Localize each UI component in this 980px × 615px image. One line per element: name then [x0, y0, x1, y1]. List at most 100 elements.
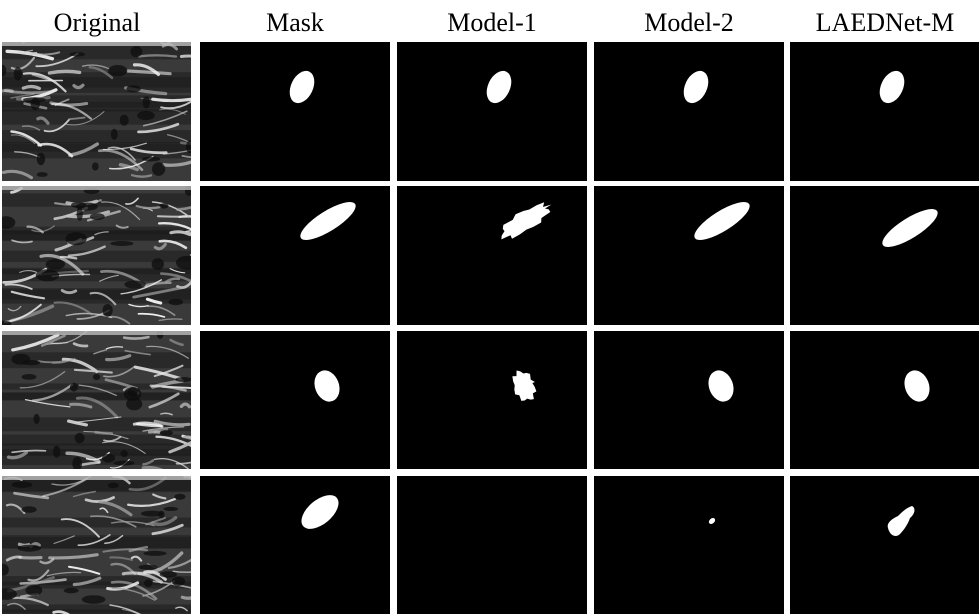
hypoechoic-pocket: [151, 258, 164, 270]
segmentation-blob: [289, 70, 315, 104]
echo-streak: [10, 130, 42, 147]
panel-background: [200, 476, 390, 614]
echo-streak: [159, 108, 186, 115]
tissue-band: [2, 604, 191, 613]
hypoechoic-pocket: [141, 156, 161, 162]
skin-line: [2, 186, 191, 190]
panel-canvas: [2, 476, 191, 614]
echo-streak: [21, 125, 41, 131]
segmentation-blob: [512, 370, 537, 401]
echo-streak: [13, 491, 50, 500]
echo-streak: [121, 608, 140, 614]
echo-streak: [147, 430, 161, 434]
hypoechoic-pocket: [69, 52, 86, 57]
echo-streak: [137, 122, 180, 134]
hypoechoic-pocket: [123, 387, 142, 401]
hypoechoic-pocket: [176, 255, 191, 270]
tissue-band: [2, 230, 191, 241]
hypoechoic-pocket: [108, 65, 128, 77]
echo-streak: [97, 149, 144, 172]
hypoechoic-pocket: [119, 114, 129, 126]
echo-streak: [169, 268, 186, 274]
panel-canvas: [200, 476, 390, 614]
echo-streak: [22, 72, 67, 93]
echo-streak: [78, 384, 117, 396]
model-1-prediction-row-4: [397, 476, 587, 614]
echo-streak: [132, 63, 160, 76]
hypoechoic-pocket: [102, 304, 113, 317]
echo-streak: [11, 333, 60, 352]
echo-streak: [81, 64, 111, 70]
echo-streak: [147, 305, 176, 316]
segmentation-blob: [501, 202, 552, 240]
echo-streak: [109, 604, 142, 614]
echo-streak: [162, 149, 191, 155]
panel-canvas: [397, 186, 587, 325]
echo-streak: [128, 476, 167, 492]
echo-streak: [137, 312, 166, 318]
mask-image-row-2: [200, 186, 390, 325]
echo-streak: [39, 253, 85, 276]
echo-streak: [6, 450, 28, 460]
echo-streak: [130, 174, 153, 178]
hypoechoic-pocket: [92, 373, 101, 381]
model-1-prediction-row-2: [397, 186, 587, 325]
skin-line: [2, 476, 191, 480]
panel-canvas: [200, 42, 390, 181]
hypoechoic-pocket: [159, 203, 169, 209]
column-header-laednet-m: LAEDNet-M: [815, 8, 955, 37]
original-image-row-1: [2, 42, 191, 181]
echo-streak: [42, 477, 88, 498]
echo-streak: [94, 231, 109, 236]
panel-background: [790, 476, 979, 614]
echo-streak: [153, 242, 167, 251]
echo-streak: [105, 346, 124, 350]
tissue-band: [2, 417, 191, 432]
echo-streak: [107, 146, 136, 161]
echo-streak: [111, 587, 156, 601]
echo-streak: [21, 84, 41, 90]
hypoechoic-pocket: [130, 46, 143, 58]
echo-streak: [40, 334, 66, 347]
echo-streak: [137, 54, 178, 58]
echo-streak: [72, 83, 85, 90]
original-image-row-2: [2, 186, 191, 325]
echo-streak: [75, 396, 119, 419]
hypoechoic-pocket: [2, 216, 16, 229]
panel-canvas: [2, 42, 191, 181]
hypoechoic-pocket: [171, 576, 186, 586]
echo-streak: [7, 602, 26, 610]
hypoechoic-pocket: [2, 64, 7, 77]
segmentation-blob: [708, 370, 734, 402]
echo-streak: [73, 368, 113, 374]
echo-streak: [37, 142, 74, 158]
echo-streak: [67, 245, 106, 257]
echo-streak: [133, 365, 182, 381]
echo-streak: [178, 215, 191, 218]
echo-streak: [2, 169, 33, 180]
hypoechoic-pocket: [35, 269, 60, 282]
tissue-band: [2, 143, 191, 159]
echo-streak: [68, 565, 101, 575]
hypoechoic-pocket: [126, 397, 143, 411]
tissue-band: [2, 434, 191, 446]
panel-canvas: [594, 331, 784, 469]
echo-streak: [98, 500, 133, 517]
echo-streak: [4, 283, 33, 290]
hypoechoic-pocket: [168, 298, 184, 306]
hypoechoic-pocket: [33, 413, 40, 424]
echo-streak: [72, 576, 102, 587]
echo-streak: [130, 555, 143, 562]
model-2-prediction-row-2: [594, 186, 784, 325]
echo-streak: [148, 392, 180, 409]
echo-streak: [18, 555, 43, 560]
tissue-band: [2, 226, 191, 235]
tissue-band: [2, 250, 191, 262]
hypoechoic-pocket: [53, 445, 61, 458]
skin-line: [2, 331, 191, 335]
hypoechoic-pocket: [143, 550, 167, 556]
echo-streak: [169, 338, 184, 347]
hypoechoic-pocket: [142, 96, 150, 109]
tissue-band: [2, 101, 191, 112]
